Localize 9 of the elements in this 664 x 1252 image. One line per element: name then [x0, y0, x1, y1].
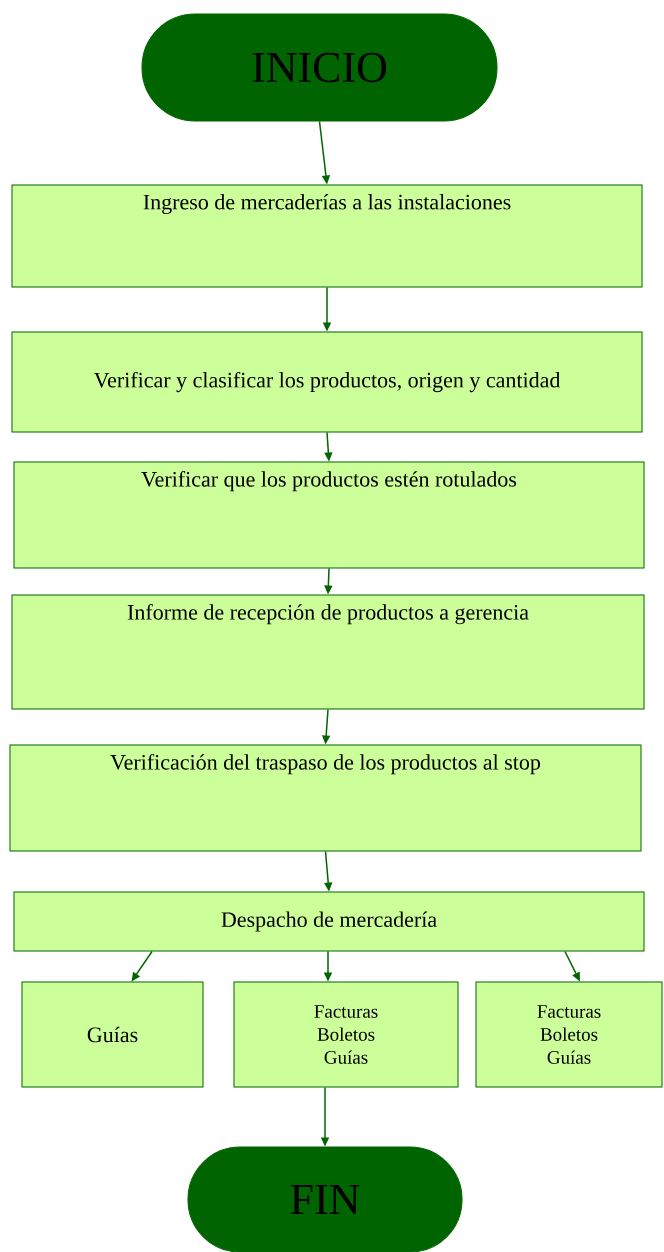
process-box: Verificar y clasificar los productos, origen y cantidad [11, 331, 643, 433]
process-box: Despacho de mercadería [13, 891, 645, 952]
process-box: Informe de recepción de productos a gerencia [11, 594, 645, 710]
process-box: Facturas Boletos Guías [233, 981, 459, 1088]
process-box: Verificación del traspaso de los productos al stop [9, 744, 642, 852]
process-box: Guías [21, 981, 204, 1088]
process-box: Ingreso de mercaderías a las instalaciones [11, 184, 643, 288]
process-box: Verificar que los productos estén rotulados [13, 461, 645, 569]
process-box: Facturas Boletos Guías [475, 981, 663, 1088]
